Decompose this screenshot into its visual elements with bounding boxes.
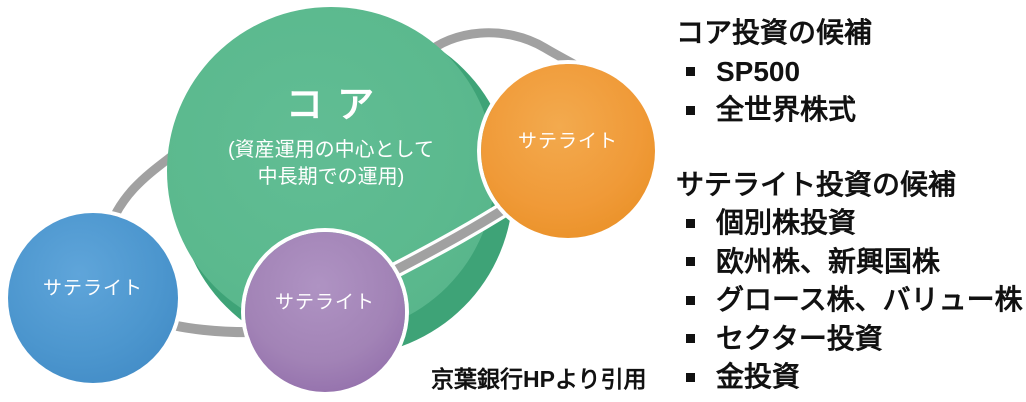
bullet-square-icon (686, 334, 695, 344)
bullet-square-icon (686, 372, 695, 382)
core-subtitle-line2: 中長期での運用) (257, 166, 405, 188)
core-subtitle-line1: (資産運用の中心として (227, 139, 435, 161)
list-item: セクター投資 (676, 320, 1026, 359)
core-candidate-item: 全世界株式 (716, 94, 857, 125)
source-attribution: 京葉銀行HPより引用 (431, 366, 647, 392)
list-item: 個別株投資 (676, 204, 1026, 243)
core-candidate-item: SP500 (716, 55, 801, 87)
satellite-blue-label: サテライト (42, 277, 143, 299)
core-subtitle: (資産運用の中心として 中長期での運用) (167, 137, 495, 191)
satellite-orange-label: サテライト (517, 130, 618, 152)
bullet-square-icon (686, 105, 695, 115)
satellite-circle-blue: サテライト (8, 213, 178, 383)
core-candidates-heading: コア投資の候補 (676, 17, 873, 48)
satellite-candidates-heading: サテライト投資の候補 (676, 168, 957, 200)
bullet-square-icon (686, 295, 695, 305)
satellite-candidate-item: 個別株投資 (716, 207, 857, 238)
satellite-candidate-item: 金投資 (716, 361, 801, 392)
core-candidates-section: コア投資の候補 SP500 全世界株式 (676, 14, 1026, 130)
core-title: コ ア (285, 84, 377, 125)
bullet-square-icon (686, 67, 695, 77)
satellite-candidate-item: グロース株、バリュー株 (716, 284, 1023, 315)
satellite-candidate-item: 欧州株、新興国株 (716, 245, 941, 277)
satellite-purple-label: サテライト (274, 291, 375, 313)
bullet-square-icon (686, 257, 695, 267)
list-item: SP500 (676, 53, 1026, 92)
candidates-panel: コア投資の候補 SP500 全世界株式 サテライト投資の候補 個別株投資 欧州株… (676, 14, 1026, 397)
satellite-circle-purple: サテライト (245, 232, 405, 392)
bullet-square-icon (686, 218, 695, 228)
satellite-candidate-item: セクター投資 (716, 322, 883, 354)
list-item: グロース株、バリュー株 (676, 281, 1026, 320)
list-item: 全世界株式 (676, 91, 1026, 130)
list-item: 欧州株、新興国株 (676, 243, 1026, 282)
satellite-circle-orange: サテライト (481, 64, 655, 238)
list-item: 金投資 (676, 358, 1026, 397)
satellite-candidates-section: サテライト投資の候補 個別株投資 欧州株、新興国株 グロース株、バリュー株 セク… (676, 166, 1026, 397)
